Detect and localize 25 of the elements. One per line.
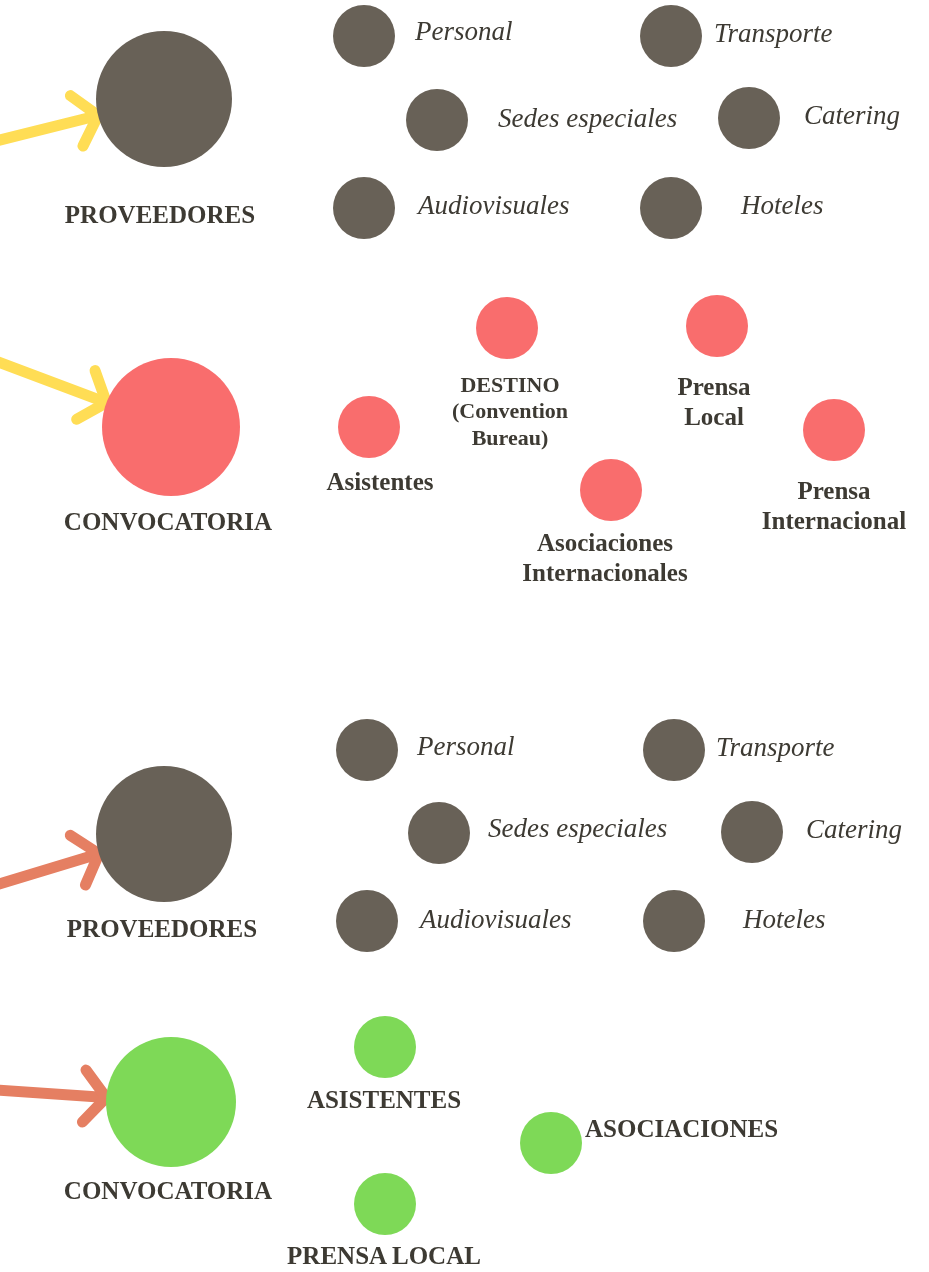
node-label: Catering (804, 98, 900, 132)
node-label: Transporte (716, 730, 835, 764)
node-label: Asistentes (325, 467, 435, 497)
node-label: Audiovisuales (420, 902, 572, 936)
node-label: ASISTENTES (306, 1085, 462, 1115)
node-label: Sedes especiales (498, 101, 678, 135)
node-label: CONVOCATORIA (63, 1176, 273, 1206)
node-label: Sedes especiales (488, 811, 668, 845)
node-label: PROVEEDORES (66, 914, 258, 944)
node-label: Catering (806, 812, 902, 846)
node-label: Transporte (714, 16, 833, 50)
node-label: Hoteles (743, 902, 826, 936)
node-label: PRENSA LOCAL (287, 1241, 481, 1271)
node-label: PROVEEDORES (64, 200, 256, 230)
node-label: Audiovisuales (418, 188, 570, 222)
node-label: Personal (417, 729, 515, 763)
node-label: CONVOCATORIA (63, 507, 273, 537)
node-label: DESTINO (Convention Bureau) (450, 372, 570, 452)
node-label: Personal (415, 14, 513, 48)
arrow (0, 355, 112, 425)
node-label: Prensa Local (676, 372, 752, 432)
node-label: Hoteles (741, 188, 824, 222)
node-label: ASOCIACIONES (585, 1114, 779, 1144)
node-label: Asociaciones Internacionales (521, 528, 689, 588)
node-label: Prensa Internacional (760, 476, 908, 536)
